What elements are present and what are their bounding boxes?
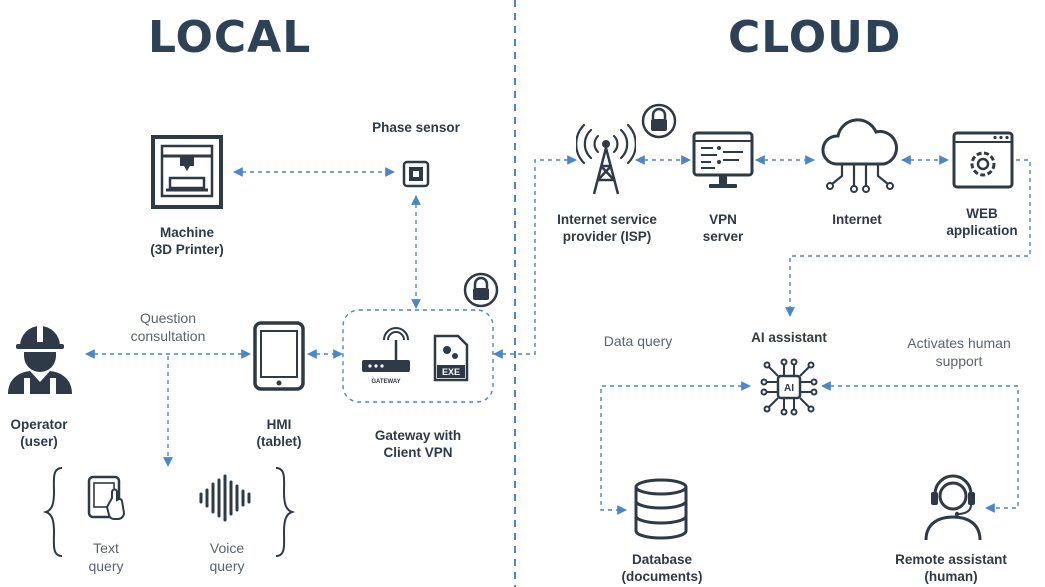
operator-label: Operator(user) <box>10 417 68 449</box>
exe-text: EXE <box>442 367 460 377</box>
tablet-icon <box>253 321 305 391</box>
cell-tower-icon <box>576 124 636 195</box>
lock-icon <box>641 103 677 139</box>
phase-sensor-icon <box>402 160 430 188</box>
ai-assistant-label: AI assistant <box>751 330 827 345</box>
gateway-boundary <box>342 309 494 403</box>
ai-remote-link <box>821 381 1019 513</box>
hmi-label: HMI(tablet) <box>256 417 302 449</box>
gateway-isp-link <box>493 155 577 359</box>
lock-icon <box>463 272 499 308</box>
cloud-heading: CLOUD <box>728 12 902 63</box>
web-ai-link <box>785 159 1031 317</box>
data-query-note: Data query <box>603 333 673 349</box>
gateway-router-icon: GATEWAY <box>362 327 410 385</box>
3d-printer-icon <box>151 135 223 209</box>
voice-waveform-icon <box>199 474 251 522</box>
ai-chip-text: AI <box>784 383 794 394</box>
database-icon <box>634 478 688 540</box>
gateway-device-text: GATEWAY <box>371 379 400 385</box>
left-brace <box>42 467 63 557</box>
internet-label: Internet <box>832 212 882 227</box>
ai-database-link <box>600 381 751 515</box>
operator-helmet-icon <box>8 326 72 394</box>
exe-file-icon: EXE <box>433 334 469 382</box>
vpn-server-monitor-icon <box>692 131 754 188</box>
web-application-gear-icon <box>952 131 1014 189</box>
machine-label: Machine(3D Printer) <box>150 225 224 257</box>
remote-assistant-headset-icon <box>924 474 982 541</box>
database-label: Database(documents) <box>621 552 703 584</box>
ai-chip-icon: AI <box>760 358 818 416</box>
internet-cloud-icon <box>821 118 898 193</box>
right-brace <box>275 467 296 557</box>
remote-assistant-label: Remote assistant(human) <box>895 552 1007 584</box>
phase-sensor-label: Phase sensor <box>372 120 460 135</box>
local-heading: LOCAL <box>148 12 312 63</box>
text-query-tablet-icon <box>87 475 126 520</box>
